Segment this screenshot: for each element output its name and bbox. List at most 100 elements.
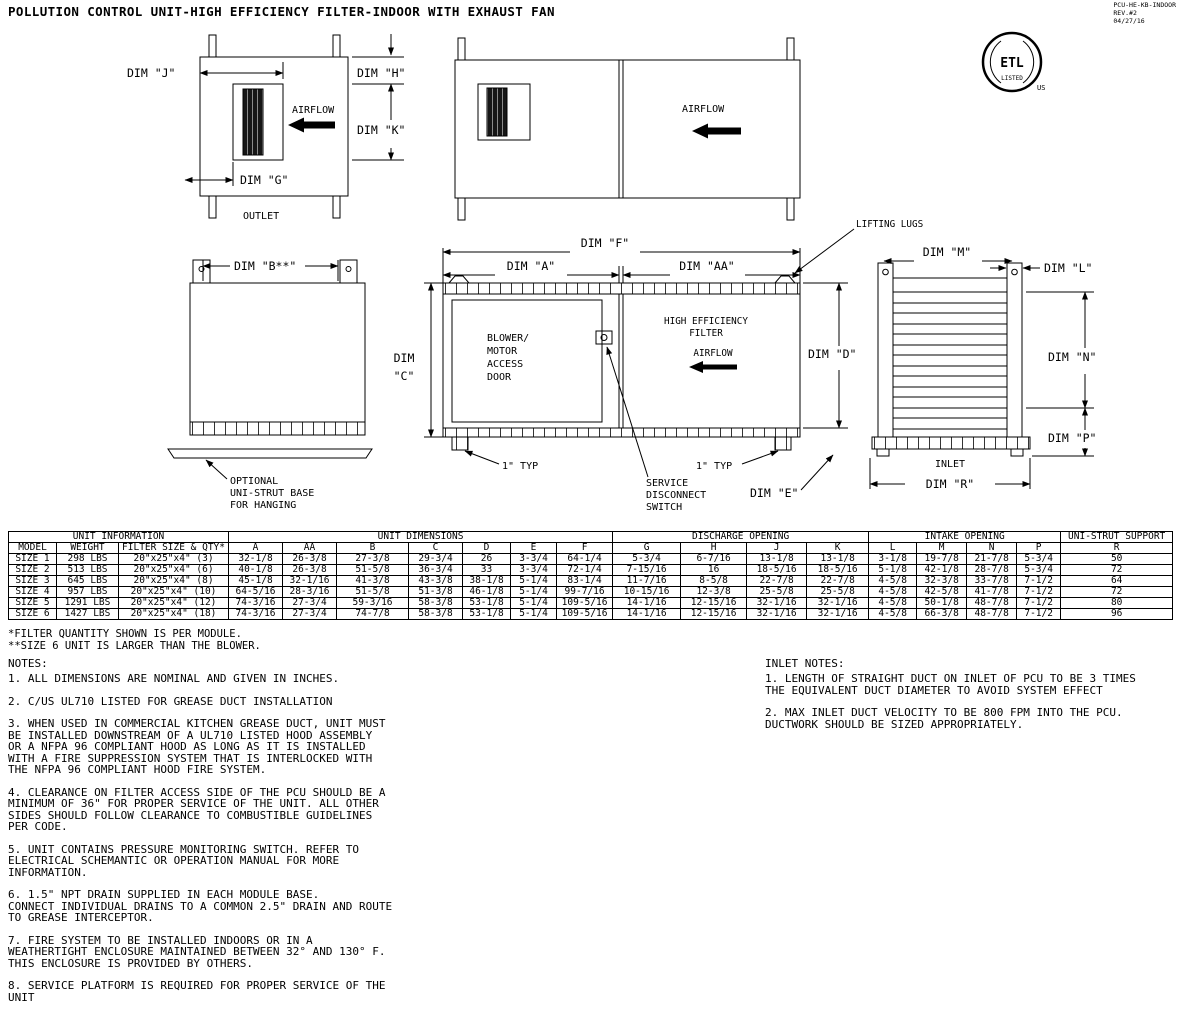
etl-right-arc [1022, 40, 1035, 84]
table-column-header: C [408, 542, 464, 554]
table-cell: 20"x25"x4" (10) [117, 586, 230, 598]
table-cell: 22-7/8 [746, 575, 808, 587]
table-cell: 109-5/16 [556, 597, 614, 609]
base-foot [876, 448, 890, 457]
dim-b: DIM "B**" [202, 259, 339, 281]
table-cell: 51-3/8 [408, 586, 464, 598]
etl-circle [981, 31, 1043, 93]
dim-p: DIM "P" [1032, 407, 1096, 457]
lug-hole [882, 268, 889, 276]
drawing-canvas: ETL LISTED US AIRFLOW DIM "J" [127, 31, 1096, 513]
table-cell: 298 LBS [56, 553, 119, 565]
typ-label: 1" TYP [502, 461, 538, 472]
table-column-header: H [680, 542, 748, 554]
table-cell: 53-1/8 [462, 597, 512, 609]
table-cell: 72-1/4 [556, 564, 614, 576]
uni-strut-base [167, 448, 373, 459]
dim-aa-label: DIM "AA" [679, 259, 734, 273]
blower-door-label: MOTOR [487, 346, 518, 357]
table-column-header: G [612, 542, 682, 554]
dim-h-label: DIM "H" [357, 66, 405, 80]
switch-knob [600, 334, 608, 341]
leader-line [741, 450, 779, 465]
table-group-header: UNIT INFORMATION [7, 531, 230, 543]
table-column-header: R [1060, 542, 1174, 554]
etl-listed-text: LISTED [1001, 75, 1023, 82]
corner-tab [786, 37, 795, 61]
table-cell: 32-1/8 [228, 553, 284, 565]
table-cell: 4-5/8 [868, 597, 918, 609]
dim-j: DIM "J" [127, 62, 284, 80]
table-cell: 1291 LBS [56, 597, 119, 609]
base-foot [451, 436, 469, 451]
table-cell: 7-1/2 [1016, 586, 1062, 598]
table-cell: 26-3/8 [282, 553, 338, 565]
notes-list: 1. ALL DIMENSIONS ARE NOMINAL AND GIVEN … [8, 673, 488, 1003]
table-column-header: J [746, 542, 808, 554]
table-cell: 7-1/2 [1016, 575, 1062, 587]
drawing-date: 04/27/16 [1113, 17, 1145, 26]
side-view: AIRFLOW [454, 37, 801, 221]
dim-aa: DIM "AA" [622, 259, 801, 283]
top-rail [442, 282, 801, 295]
disconnect-switch [595, 330, 613, 345]
table-column-header: L [868, 542, 918, 554]
table-cell: 957 LBS [56, 586, 119, 598]
table-cell: 32-1/16 [806, 597, 870, 609]
corner-post [1006, 262, 1023, 438]
note-item: 4. CLEARANCE ON FILTER ACCESS SIDE OF TH… [8, 785, 386, 833]
typ-right: 1" TYP [696, 450, 779, 472]
service-switch-label: SERVICE [646, 478, 688, 489]
table-cell: 27-3/4 [282, 608, 338, 620]
table-column-header: A [228, 542, 284, 554]
table-cell: 51-5/8 [336, 564, 410, 576]
table-cell: 14-1/16 [612, 608, 682, 620]
table-cell: 3-3/4 [510, 553, 558, 565]
note-item: 1. ALL DIMENSIONS ARE NOMINAL AND GIVEN … [8, 672, 340, 685]
inlet-notes-list: 1. LENGTH OF STRAIGHT DUCT ON INLET OF P… [765, 673, 1177, 730]
table-cell: 7-1/2 [1016, 608, 1062, 620]
table-column-header: N [966, 542, 1018, 554]
dim-c: DIM "C" [394, 282, 443, 438]
table-cell: 74-7/8 [336, 608, 410, 620]
inlet-note-item: 1. LENGTH OF STRAIGHT DUCT ON INLET OF P… [765, 672, 1136, 697]
table-cell: 48-7/8 [966, 608, 1018, 620]
dim-e: DIM "E" [750, 454, 834, 500]
slat [892, 354, 1008, 367]
dim-l: DIM "L" [990, 261, 1092, 275]
table-cell: 20"x25"x4" (18) [117, 608, 230, 620]
table-cell: 10-15/16 [612, 586, 682, 598]
table-footnotes: *FILTER QUANTITY SHOWN IS PER MODULE.**S… [8, 628, 261, 652]
table-cell: 43-3/8 [408, 575, 464, 587]
dim-f: DIM "F" [442, 236, 801, 283]
dim-a: DIM "A" [442, 259, 620, 283]
airflow-arrow [692, 123, 741, 139]
blower-access-door [451, 299, 603, 423]
table-column-header: D [462, 542, 512, 554]
table-cell: 20"x25"x4" (3) [117, 553, 230, 565]
table-cell: 6-7/16 [680, 553, 748, 565]
table-cell: 33-7/8 [966, 575, 1018, 587]
lug-hole [1011, 268, 1018, 276]
unit-body [892, 277, 1008, 438]
lifting-lugs-callout: LIFTING LUGS [794, 219, 923, 274]
base-channel [189, 421, 366, 436]
table-cell: 5-3/4 [612, 553, 682, 565]
front-view: DIM "F" DIM "A" DIM "AA" LIFTING LUGS [394, 219, 924, 513]
table-cell: 21-7/8 [966, 553, 1018, 565]
note-item: 2. C/US UL710 LISTED FOR GREASE DUCT INS… [8, 694, 333, 708]
table-group-header: DISCHARGE OPENING [612, 531, 870, 543]
table-footnote: *FILTER QUANTITY SHOWN IS PER MODULE. [8, 628, 242, 640]
table-cell: 53-1/8 [462, 608, 512, 620]
slat [892, 312, 1008, 325]
table-cell: 74-3/16 [228, 608, 284, 620]
inlet-note-item: 2. MAX INLET DUCT VELOCITY TO BE 800 FPM… [765, 706, 1123, 731]
table-cell: 80 [1060, 597, 1174, 609]
table-column-header: WEIGHT [56, 542, 119, 554]
corner-tab [208, 195, 217, 219]
table-column-header: B [336, 542, 410, 554]
table-cell: 5-1/8 [868, 564, 918, 576]
